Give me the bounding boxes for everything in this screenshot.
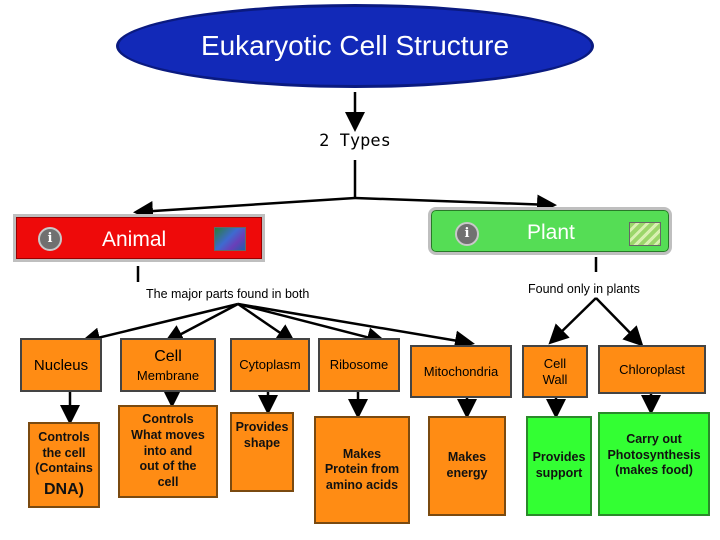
ribosome-description: Makes Protein from amino acids <box>314 416 410 524</box>
title-oval: Eukaryotic Cell Structure <box>116 4 594 88</box>
cell-wall-label-line1: Cell <box>543 355 567 371</box>
desc-line: out of the <box>139 459 197 474</box>
desc-line: Provides <box>532 450 586 465</box>
chloroplast-box[interactable]: Chloroplast <box>598 345 706 394</box>
info-icon[interactable]: i <box>38 227 62 251</box>
mitochondria-box[interactable]: Mitochondria <box>410 345 512 398</box>
desc-line: Controls <box>142 412 194 427</box>
nucleus-description: Controls the cell (Contains DNA) <box>28 422 100 508</box>
page-title: Eukaryotic Cell Structure <box>200 30 510 61</box>
desc-line: What moves <box>131 428 205 443</box>
cell-membrane-label-bottom: Membrane <box>136 367 200 383</box>
cytoplasm-description: Provides shape <box>230 412 294 492</box>
desc-line: Photosynthesis <box>607 447 701 462</box>
cytoplasm-box[interactable]: Cytoplasm <box>230 338 310 392</box>
nucleus-label: Nucleus <box>33 356 89 374</box>
chloroplast-description: Carry out Photosynthesis (makes food) <box>598 412 710 516</box>
chloroplast-label: Chloroplast <box>619 361 685 377</box>
info-icon[interactable]: i <box>455 222 479 246</box>
desc-line: into and <box>143 443 193 458</box>
ribosome-label: Ribosome <box>329 357 389 373</box>
types-label: 2 Types <box>319 131 391 151</box>
cell-membrane-label-top: Cell <box>154 347 182 365</box>
plant-label: Plant <box>527 221 575 244</box>
desc-line: support <box>535 466 583 480</box>
mitochondria-description: Makes energy <box>428 416 506 516</box>
desc-line: Makes <box>447 450 487 465</box>
desc-line: amino acids <box>325 477 399 492</box>
plant-header[interactable]: i Plant <box>428 207 672 255</box>
animal-cell-thumbnail <box>214 227 246 251</box>
cell-membrane-box[interactable]: Cell Membrane <box>120 338 216 392</box>
desc-line: Provides <box>235 420 289 434</box>
cell-membrane-description: Controls What moves into and out of the … <box>118 405 218 498</box>
desc-line: (makes food) <box>615 463 693 478</box>
both-caption: The major parts found in both <box>146 287 310 301</box>
plant-cell-thumbnail <box>629 222 661 246</box>
desc-line-emphasis: DNA) <box>44 480 84 498</box>
nucleus-box[interactable]: Nucleus <box>20 338 102 392</box>
cell-wall-description: Provides support <box>526 416 592 516</box>
plants-only-caption: Found only in plants <box>528 282 640 296</box>
desc-line: Protein from <box>324 462 400 477</box>
mitochondria-label: Mitochondria <box>423 363 499 379</box>
cell-wall-box[interactable]: Cell Wall <box>522 345 588 398</box>
animal-label: Animal <box>102 228 167 251</box>
cytoplasm-label: Cytoplasm <box>239 357 301 373</box>
desc-line: (Contains <box>35 461 93 476</box>
ribosome-box[interactable]: Ribosome <box>318 338 400 392</box>
animal-header[interactable]: i Animal <box>13 214 265 262</box>
cell-wall-label-line2: Wall <box>542 371 568 387</box>
desc-line: the cell <box>42 445 86 460</box>
desc-line: energy <box>446 466 488 480</box>
desc-line: shape <box>243 435 281 450</box>
desc-line: Controls <box>38 430 90 445</box>
desc-line: cell <box>157 474 179 489</box>
desc-line: Carry out <box>626 432 682 446</box>
desc-line: Makes <box>342 446 382 461</box>
